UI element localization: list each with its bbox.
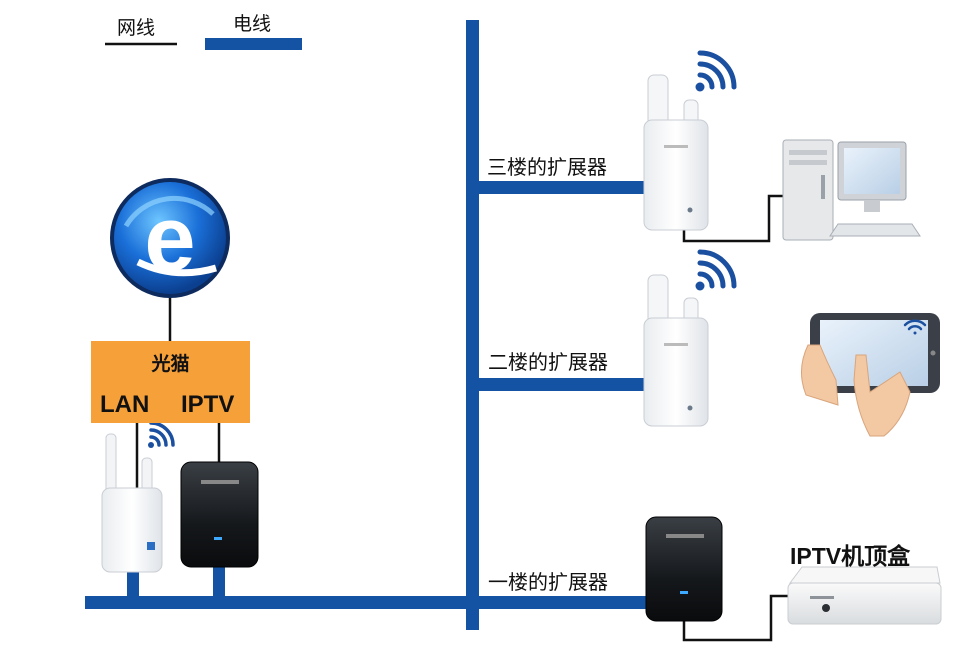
wifi-icon-second-floor bbox=[695, 249, 737, 291]
wifi-extender-third-floor bbox=[643, 74, 709, 231]
legend-power-line bbox=[205, 38, 302, 50]
optical-modem: 光猫 LAN IPTV bbox=[91, 341, 250, 423]
wifi-icon-third-floor bbox=[695, 50, 737, 92]
power-lines bbox=[85, 20, 665, 630]
powerline-adapter-first-floor bbox=[645, 516, 723, 622]
legend-power-label: 电线 bbox=[233, 13, 272, 35]
second-floor-extender-label: 二楼的扩展器 bbox=[488, 350, 608, 374]
internet-explorer-icon: e bbox=[110, 178, 230, 298]
legend-network-label: 网线 bbox=[117, 17, 156, 39]
wifi-icon-modem bbox=[148, 421, 175, 448]
powerline-adapter-modem bbox=[180, 461, 259, 568]
desktop-computer-icon bbox=[782, 139, 921, 241]
tablet-icon bbox=[801, 313, 940, 437]
wifi-extender-modem bbox=[101, 433, 163, 573]
first-floor-extender-label: 一楼的扩展器 bbox=[488, 570, 608, 594]
iptv-port-label: IPTV bbox=[181, 391, 235, 418]
lan-port-label: LAN bbox=[100, 391, 150, 418]
third-floor-extender-label: 三楼的扩展器 bbox=[487, 155, 607, 179]
wifi-extender-second-floor bbox=[643, 274, 709, 427]
iptv-set-top-box-icon bbox=[787, 566, 942, 625]
iptv-stb-label: IPTV机顶盒 bbox=[790, 543, 911, 569]
network-cables bbox=[135, 194, 788, 642]
modem-title: 光猫 bbox=[151, 353, 190, 375]
